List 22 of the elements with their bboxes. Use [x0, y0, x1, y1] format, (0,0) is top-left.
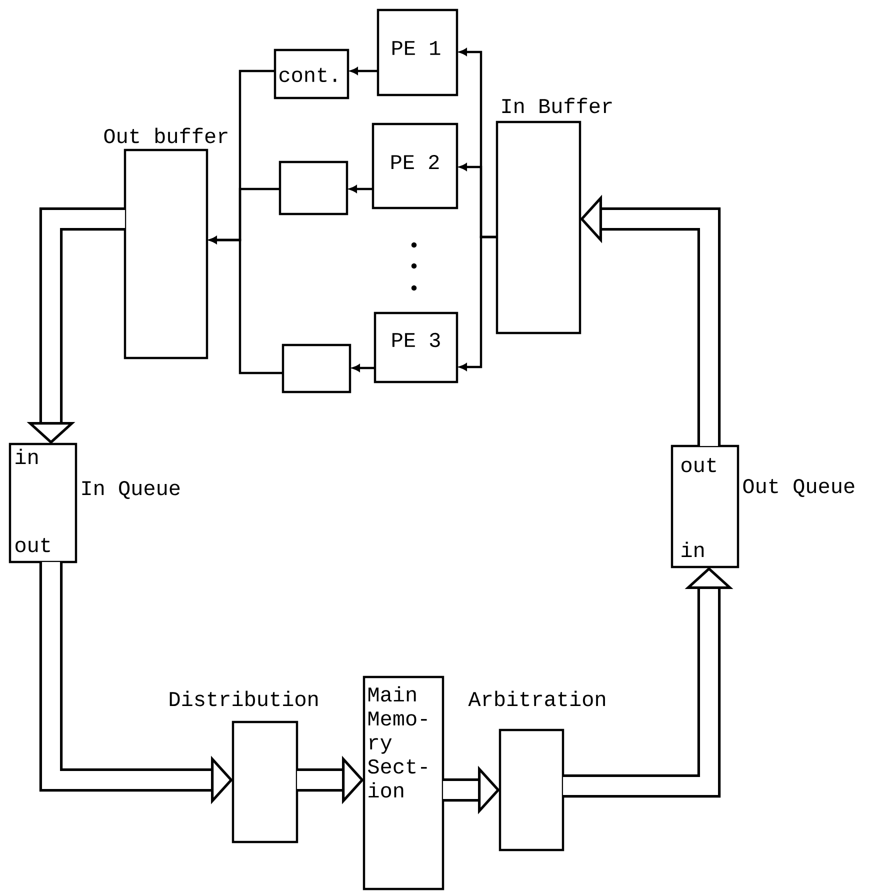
box-label: cont. — [280, 68, 336, 82]
arrow — [209, 236, 283, 374]
box-label: in — [682, 542, 704, 557]
controller-box — [282, 344, 352, 394]
box-label: PE 2 — [391, 154, 439, 170]
box-heading: In Buffer — [502, 98, 612, 114]
box-label: in — [16, 448, 38, 464]
box-label: PE 3 — [392, 332, 440, 348]
arrow — [349, 185, 373, 193]
box-label: out — [682, 458, 716, 472]
arrow — [459, 236, 497, 371]
box-heading: Distribution — [170, 690, 318, 706]
controller-box — [278, 160, 348, 216]
side-label: Out Queue — [743, 479, 854, 498]
box-heading: Arbitration — [468, 690, 605, 706]
side-label: In Queue — [82, 481, 180, 500]
box-label: Main Memo- ry Sect- ion — [368, 686, 427, 798]
arrow — [350, 67, 378, 75]
box-label: PE 1 — [392, 41, 440, 55]
box-label: out — [16, 538, 50, 552]
box-heading: Out buffer — [104, 128, 228, 144]
arrow — [352, 364, 375, 372]
